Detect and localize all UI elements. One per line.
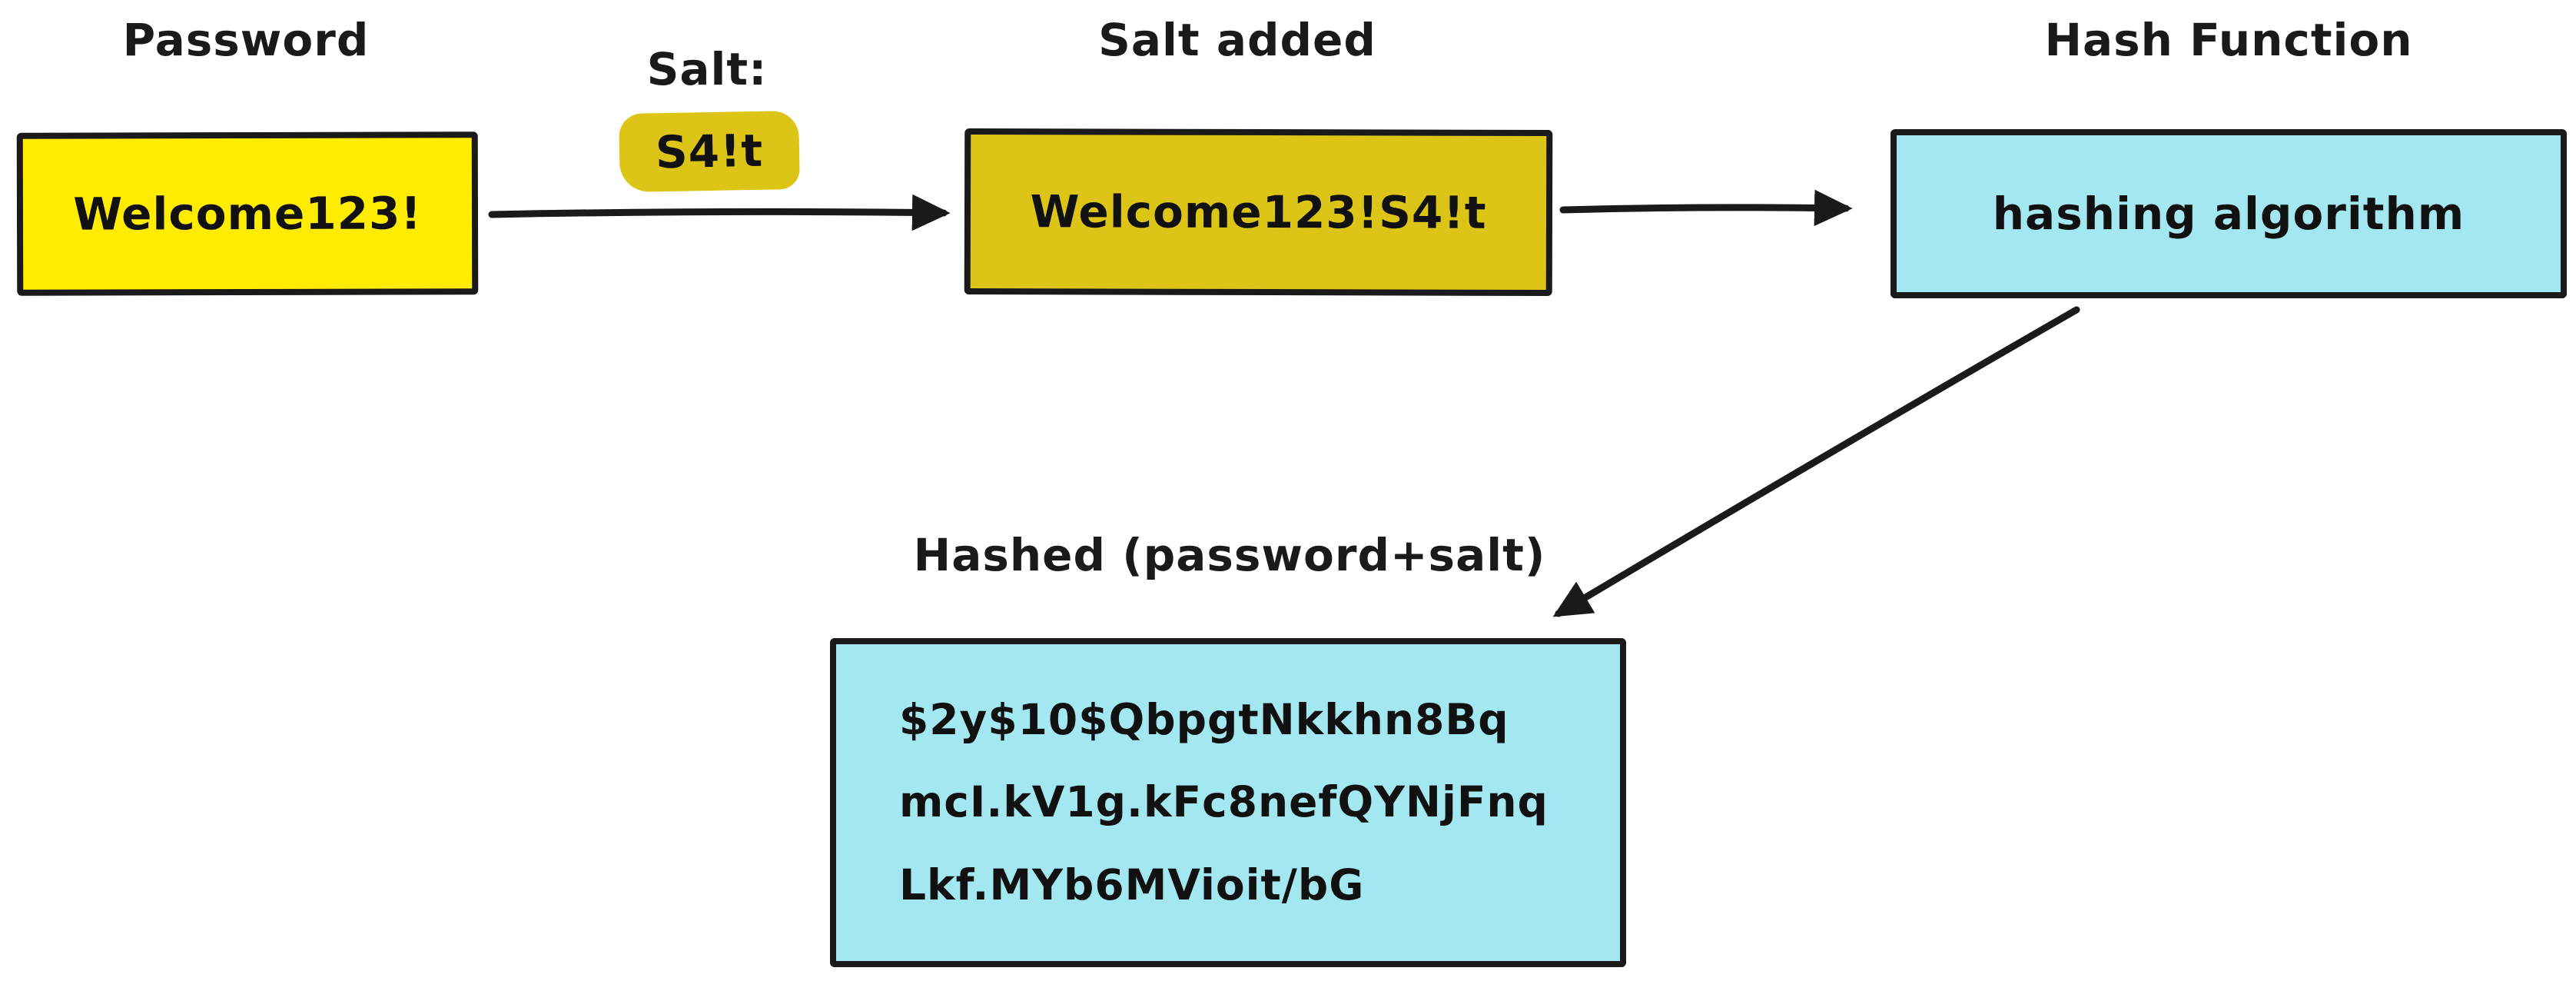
hash-function-box: hashing algorithm [1891,129,2567,298]
hash-function-value: hashing algorithm [1992,188,2465,240]
password-title: Password [122,14,370,66]
hash-function-title: Hash Function [2044,14,2413,66]
arrow-hash-function-to-hashed-output [1552,306,2080,617]
salt-value: S4!t [655,124,764,179]
hashed-output-line-3: Lkf.MYb6MVioit/bG [899,860,1365,910]
password-box: Welcome123! [16,131,479,296]
salt-value-highlight: S4!t [619,110,800,193]
arrow-salt-added-to-hash-function [1559,189,1853,227]
salt-added-value: Welcome123!S4!t [1030,185,1487,239]
salt-label: Salt: [646,43,768,95]
hashed-output-line-1: $2y$10$QbpgtNkkhn8Bq [899,695,1509,745]
password-value: Welcome123! [73,187,422,241]
salt-added-title: Salt added [1098,14,1376,66]
arrow-password-to-salt-added [488,194,951,231]
salt-added-box: Welcome123!S4!t [964,128,1553,297]
hashed-output-box: $2y$10$QbpgtNkkhn8Bq mcI.kV1g.kFc8nefQYN… [830,638,1626,967]
hashed-output-title: Hashed (password+salt) [913,529,1546,581]
hashed-output-line-2: mcI.kV1g.kFc8nefQYNjFnq [899,777,1549,827]
